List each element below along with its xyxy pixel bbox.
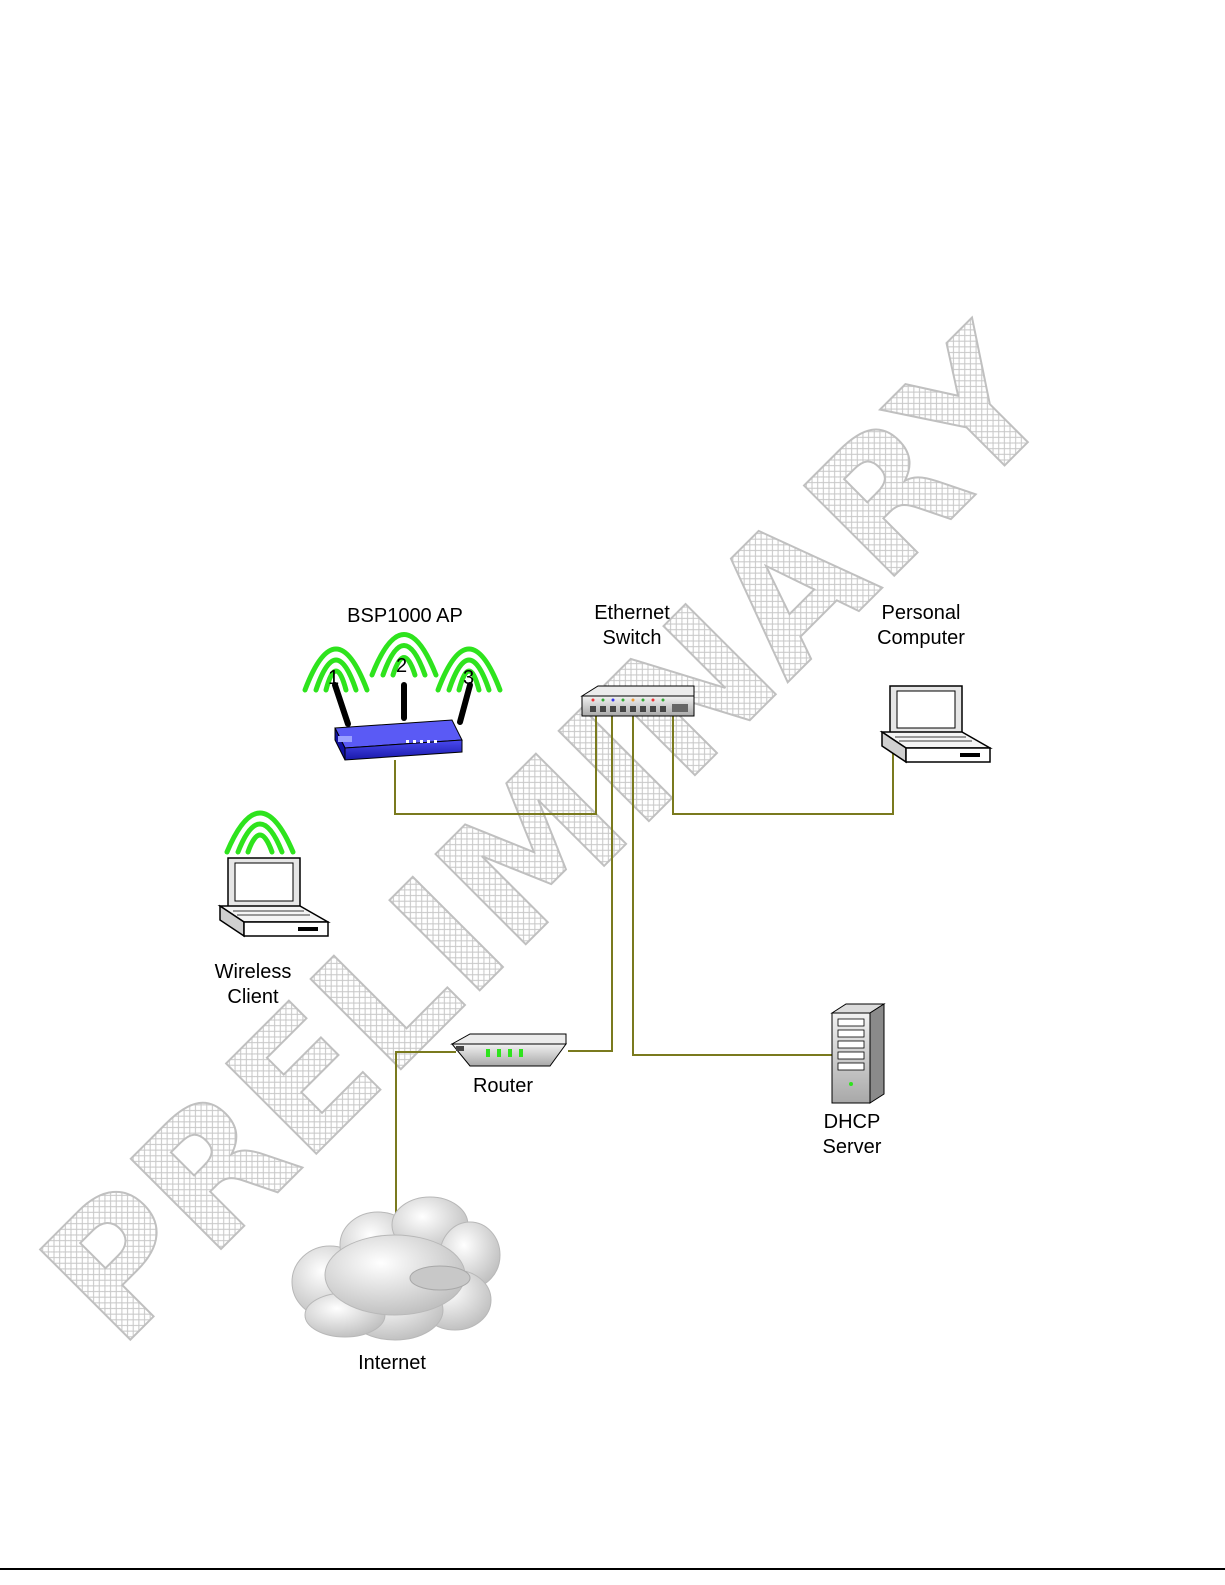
switch-icon (582, 686, 694, 716)
antenna-label: 2 (396, 655, 407, 677)
pc-label: Personal (882, 602, 961, 624)
laptop-icon (220, 858, 328, 936)
ap-label: BSP1000 AP (347, 605, 463, 627)
internet-label: Internet (358, 1352, 426, 1374)
dhcp-label: Server (823, 1136, 882, 1158)
wifi-signal-icon (227, 813, 293, 852)
pc-label: Computer (877, 627, 965, 649)
dhcp-server[interactable]: DHCP Server (823, 1004, 884, 1158)
page-bottom-rule (0, 1568, 1225, 1570)
access-point[interactable]: 1 2 3 BSP1000 AP (305, 605, 500, 760)
router-icon (452, 1034, 566, 1066)
dhcp-label: DHCP (824, 1111, 881, 1133)
ap-device-icon (335, 720, 462, 760)
antenna-label: 3 (463, 667, 474, 689)
antenna-label: 1 (328, 667, 339, 689)
router[interactable]: Router (452, 1034, 566, 1097)
laptop-icon (882, 686, 990, 762)
cloud-inner-puff-icon (410, 1266, 470, 1290)
router-label: Router (473, 1075, 533, 1097)
internet[interactable]: Internet (292, 1197, 500, 1374)
switch-label: Switch (603, 627, 662, 649)
switch-label: Ethernet (594, 602, 670, 624)
wireless-client-label: Client (227, 986, 279, 1008)
cloud-icon (292, 1197, 500, 1340)
wireless-client-label: Wireless (215, 961, 292, 983)
watermark: PRELIMINARY (5, 294, 1092, 1381)
server-tower-icon (832, 1004, 884, 1103)
